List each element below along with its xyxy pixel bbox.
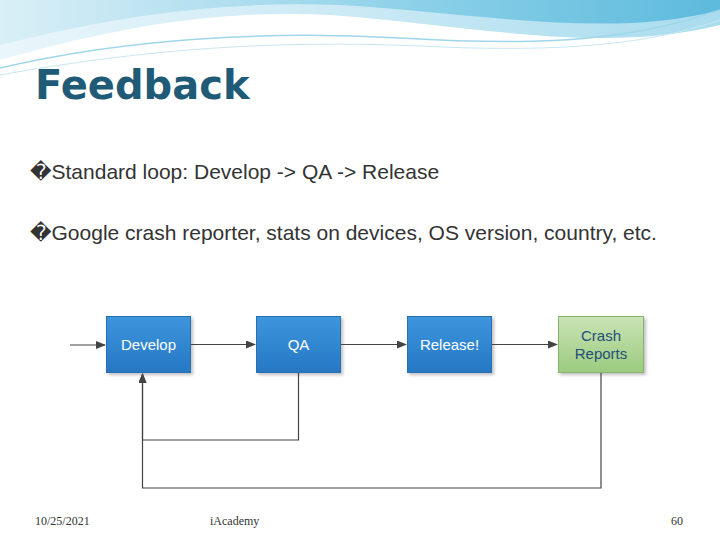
footer-date: 10/25/2021 — [35, 514, 90, 529]
flow-arrow — [191, 344, 255, 345]
process-box: Develop — [106, 316, 191, 373]
process-box: Release! — [407, 316, 492, 373]
bullet-text: �Standard loop: Develop -> QA -> Release — [30, 155, 670, 189]
process-box: Crash Reports — [558, 316, 644, 373]
box-content: Crash Reports — [563, 327, 639, 363]
box-label: Release! — [420, 336, 479, 354]
page-number: 60 — [671, 514, 683, 529]
footer-org: iAcademy — [210, 514, 259, 529]
box-content: Develop — [121, 336, 176, 354]
box-content: Release! — [420, 336, 479, 354]
box-content: QA — [288, 336, 310, 354]
entry-arrow — [70, 344, 105, 345]
slide-title: Feedback — [35, 62, 250, 108]
bullet-text: �Google crash reporter, stats on devices… — [30, 216, 670, 250]
flow-arrow — [143, 373, 299, 440]
flow-arrow — [341, 344, 406, 345]
flow-arrow — [492, 344, 557, 345]
box-label: Crash Reports — [563, 327, 639, 363]
box-label: Develop — [121, 336, 176, 354]
box-label: QA — [288, 336, 310, 354]
flow-arrow — [143, 373, 602, 488]
process-box: QA — [256, 316, 341, 373]
